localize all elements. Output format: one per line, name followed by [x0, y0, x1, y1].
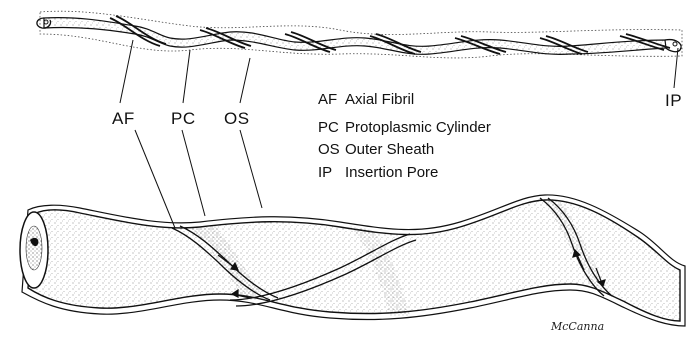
legend-abbr: OS — [318, 141, 340, 158]
legend-desc: Axial Fibril — [345, 91, 414, 108]
legend-item: IP Insertion Pore — [318, 164, 438, 181]
leader-af-down — [135, 130, 175, 228]
leader-os — [240, 58, 250, 103]
leader-os-down — [240, 130, 262, 208]
legend-item: OS Outer Sheath — [318, 141, 434, 158]
leader-pc — [183, 50, 190, 103]
legend-abbr: IP — [318, 164, 332, 181]
label-os: OS — [224, 109, 250, 128]
label-pc: PC — [171, 109, 196, 128]
large-spirochete — [20, 195, 685, 326]
legend-desc: Protoplasmic Cylinder — [345, 119, 491, 136]
legend-desc: Outer Sheath — [345, 141, 434, 158]
legend-item: PC Protoplasmic Cylinder — [318, 119, 491, 136]
leader-af — [120, 40, 133, 103]
legend-desc: Insertion Pore — [345, 164, 438, 181]
small-right-insertion-pore — [673, 42, 677, 46]
legend-abbr: AF — [318, 91, 337, 108]
legend: AF Axial Fibril PC Protoplasmic Cylinder… — [318, 91, 491, 181]
small-right-end — [665, 40, 681, 52]
leader-ip — [674, 48, 678, 88]
small-protoplasmic-cylinder — [44, 18, 666, 55]
artist-signature: McCanna — [550, 320, 604, 333]
large-cut-end-core — [26, 226, 42, 270]
leader-pc-down — [182, 130, 205, 216]
legend-item: AF Axial Fibril — [318, 91, 414, 108]
label-ip: IP — [665, 91, 682, 110]
legend-abbr: PC — [318, 119, 339, 136]
label-af: AF — [112, 109, 135, 128]
small-spirochete — [37, 11, 682, 58]
